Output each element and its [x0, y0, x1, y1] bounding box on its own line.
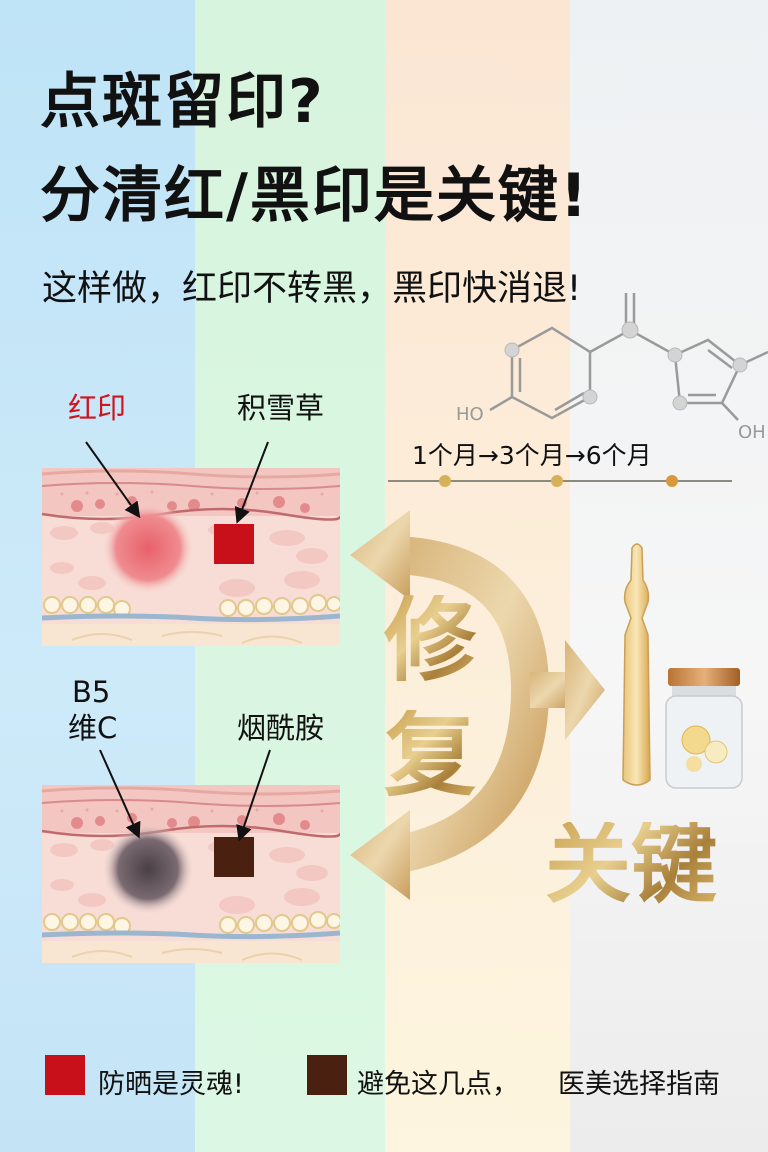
label-b5: B5	[72, 675, 111, 709]
bg-stripe-gray	[570, 0, 768, 1152]
label-niacinamide: 烟酰胺	[237, 711, 325, 745]
repair-char-2: 复	[384, 702, 477, 809]
niacinamide-square	[214, 837, 254, 877]
timeline-dot-2	[551, 475, 563, 487]
skin-panel-red-mark	[42, 468, 340, 646]
key-text: 关键	[545, 815, 717, 915]
title-line-1: 点斑留印?	[40, 67, 325, 137]
title-line-2: 分清红/黑印是关键!	[40, 161, 590, 231]
red-mark-spot	[102, 502, 194, 594]
timeline-text: 1个月→3个月→6个月	[412, 441, 652, 470]
molecule-diagram	[489, 293, 768, 421]
dark-mark-spot	[102, 823, 194, 915]
repair-curved-arrow	[350, 510, 605, 900]
pointer-arrows-bottom	[99, 749, 271, 842]
repair-char-1: 修	[384, 587, 477, 694]
skin-panel-dark-mark	[42, 785, 340, 963]
molecule-oh-label: OH	[738, 422, 766, 443]
legend-swatch-red	[45, 1055, 85, 1095]
label-vitamin-c: 维C	[68, 711, 118, 745]
legend-label-sunscreen: 防晒是灵魂!	[98, 1069, 244, 1100]
legend-label-avoid: 避免这几点，	[357, 1069, 519, 1100]
subtitle: 这样做，红印不转黑，黑印快消退!	[42, 269, 582, 309]
molecule-ho-label: HO	[456, 404, 484, 425]
pointer-arrows-top	[85, 441, 269, 524]
serum-vials-icon	[622, 543, 743, 789]
centella-square	[214, 524, 254, 564]
label-centella: 积雪草	[237, 391, 325, 425]
timeline-dot-3	[666, 475, 678, 487]
legend-swatch-brown	[307, 1055, 347, 1095]
label-red-mark: 红印	[68, 391, 127, 425]
legend-label-guide: 医美选择指南	[558, 1069, 720, 1100]
timeline-dot-1	[439, 475, 451, 487]
